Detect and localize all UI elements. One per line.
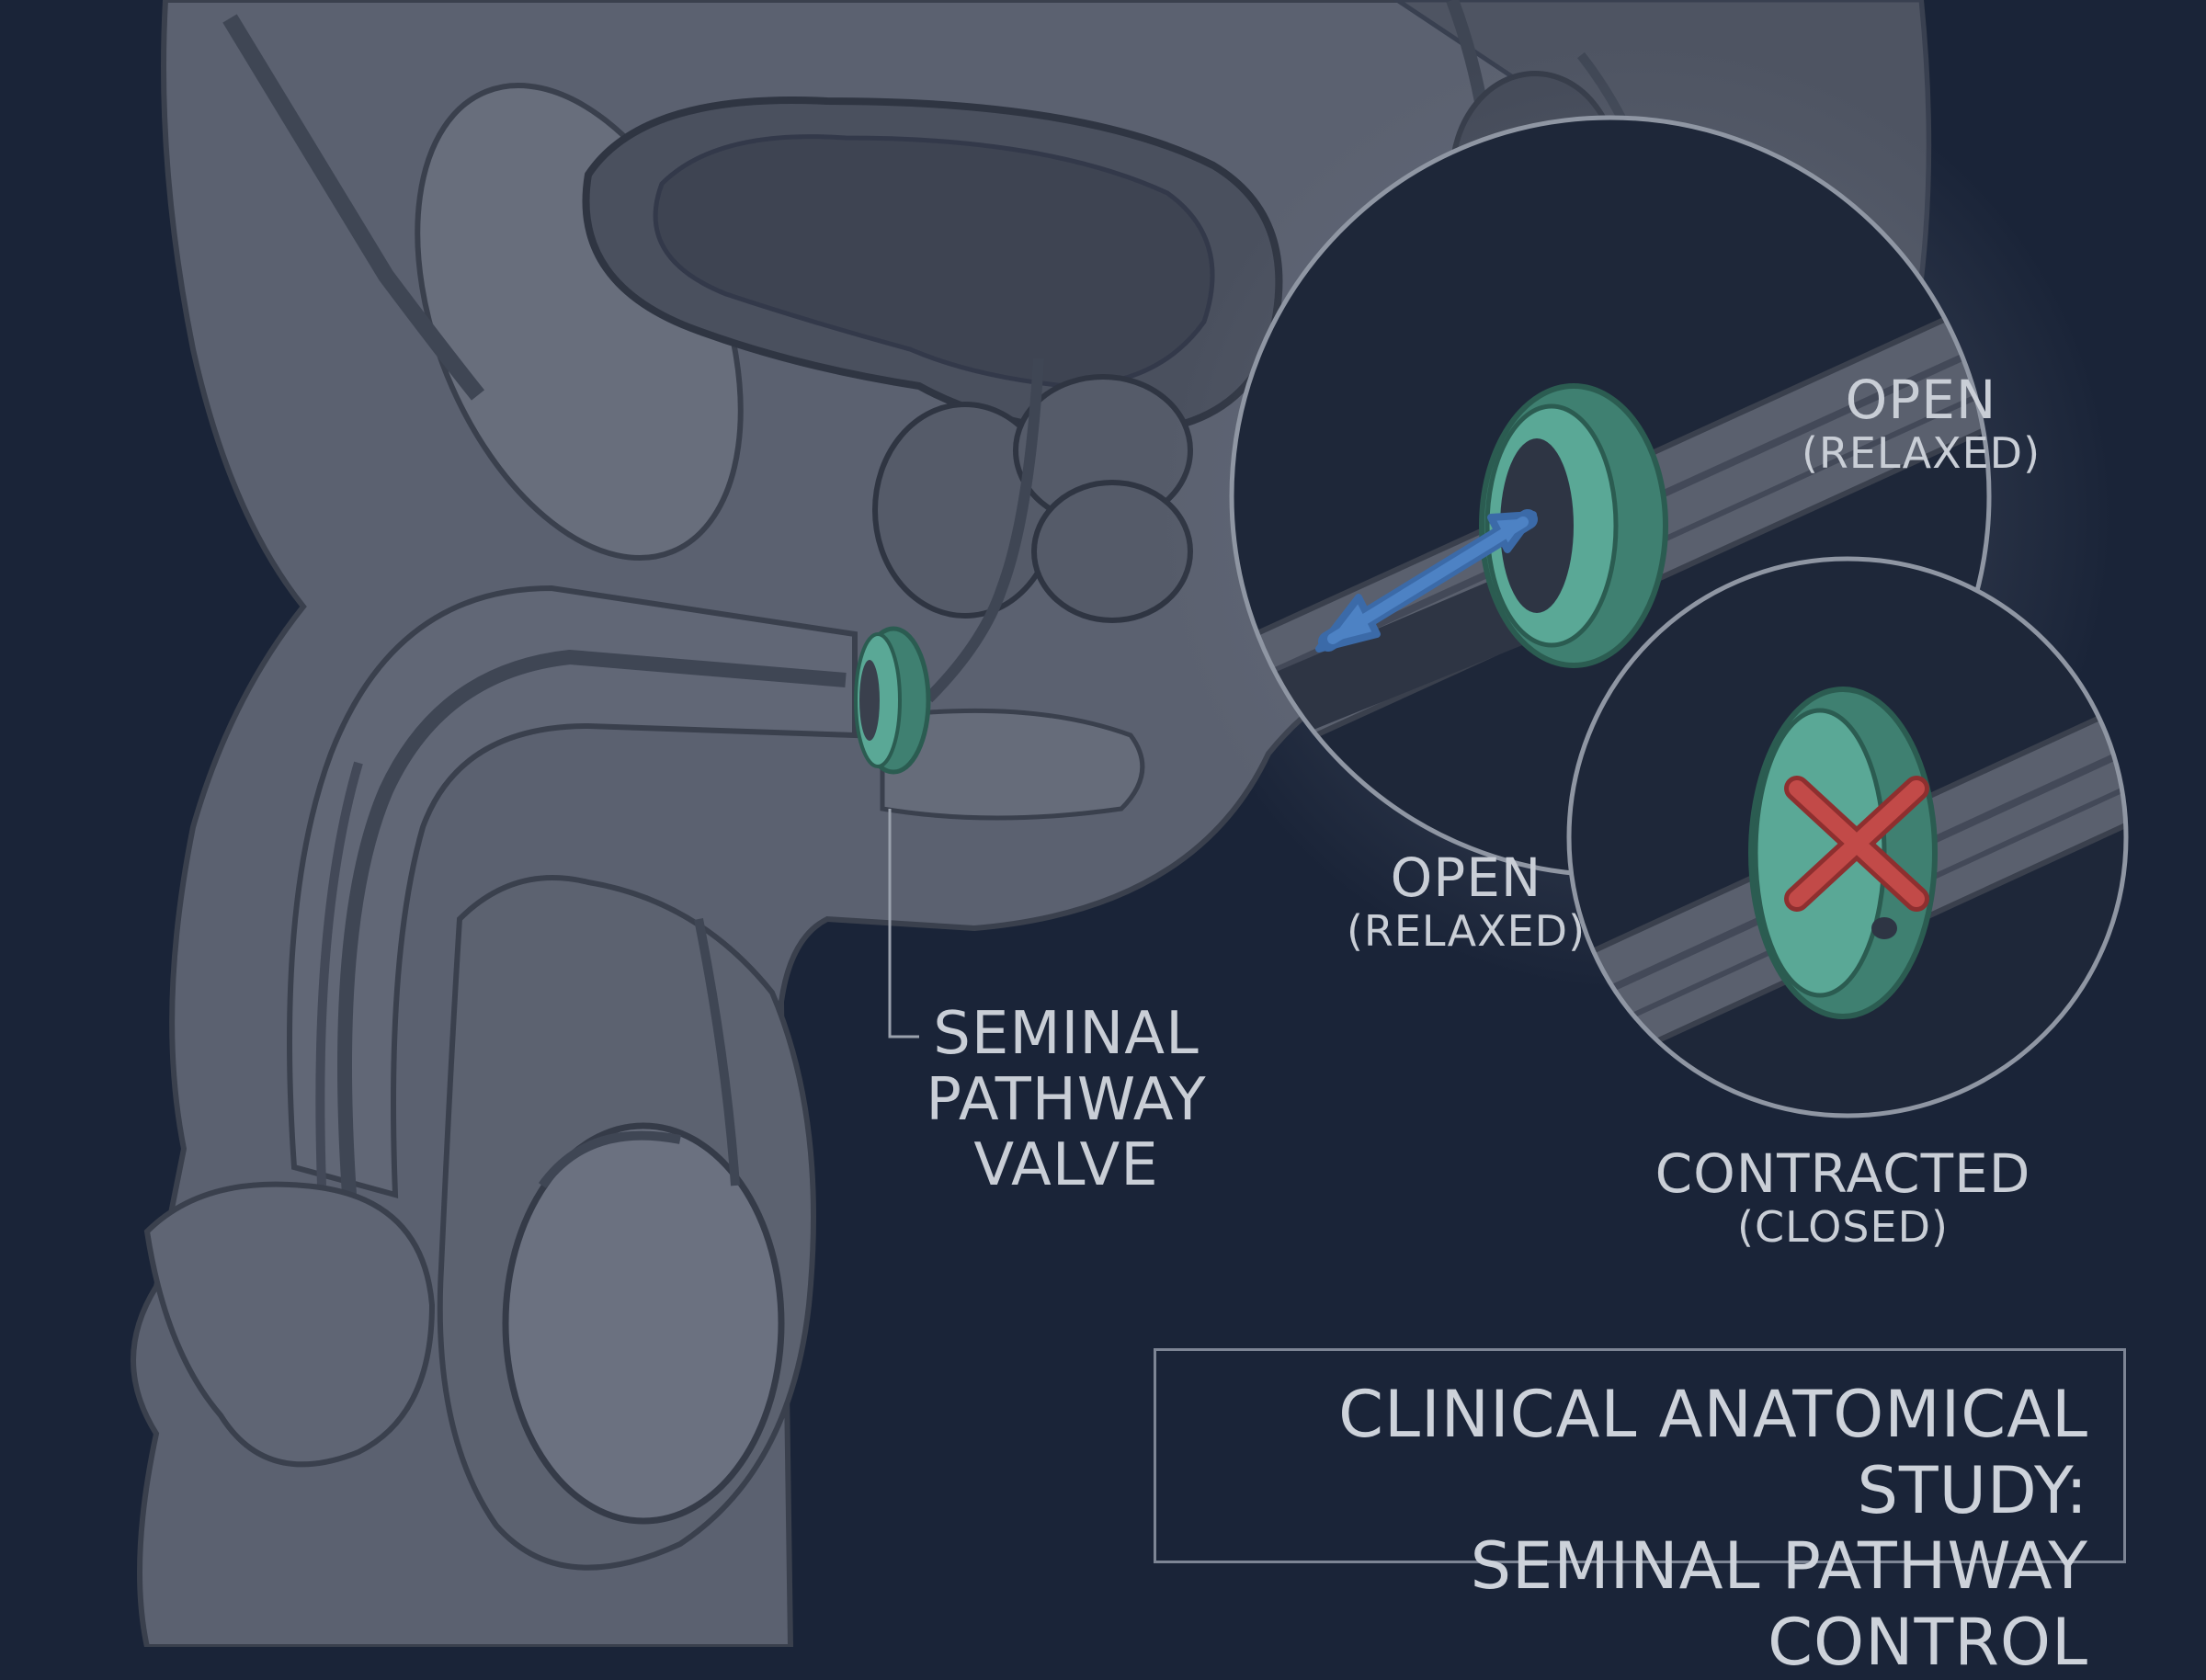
valve-label-line-3: VALVE — [973, 1131, 1159, 1200]
valve-label-line-1: SEMINAL — [933, 1000, 1200, 1068]
perineal-tissue — [880, 708, 1145, 821]
x-mark-icon — [1784, 776, 1929, 912]
testis — [502, 1122, 785, 1525]
title-line-1: CLINICAL ANATOMICAL STUDY: — [1338, 1377, 2088, 1528]
seminal-pathway-valve — [854, 626, 931, 775]
zoom-contracted — [1566, 556, 2129, 1118]
abdominal-wall — [222, 14, 485, 401]
corpus-line — [315, 761, 363, 1186]
open-label-zoom: OPEN (RELAXED) — [1746, 369, 2096, 478]
contracted-label-main: CONTRACTED — [1654, 1142, 2031, 1205]
ejaculatory-duct — [924, 358, 1044, 703]
title-line-2: SEMINAL PATHWAY CONTROL — [1470, 1528, 2088, 1680]
double-arrow-icon — [1315, 509, 1538, 653]
vas-deferens — [694, 918, 740, 1186]
urethra — [337, 649, 847, 1196]
open-label-side-sub: (RELAXED) — [1346, 905, 1586, 956]
open-label-zoom-sub: (RELAXED) — [1801, 427, 2041, 478]
contracted-label-sub: (CLOSED) — [1737, 1201, 1949, 1252]
contracted-label: CONTRACTED (CLOSED) — [1636, 1142, 2050, 1252]
glans — [143, 1181, 436, 1468]
bladder-interior — [653, 134, 1215, 389]
valve-label-line-2: PATHWAY — [926, 1065, 1207, 1134]
penis-shaft — [287, 585, 858, 1198]
valve-label: SEMINAL PATHWAY VALVE — [919, 1000, 1213, 1200]
open-label-side-main: OPEN — [1390, 846, 1542, 909]
epididymis — [538, 1130, 681, 1188]
open-label-side: OPEN (RELAXED) — [1296, 846, 1636, 956]
title-box: CLINICAL ANATOMICAL STUDY: SEMINAL PATHW… — [1154, 1348, 2126, 1680]
open-label-zoom-main: OPEN — [1845, 369, 1997, 431]
valve-leader-line — [888, 809, 919, 1039]
